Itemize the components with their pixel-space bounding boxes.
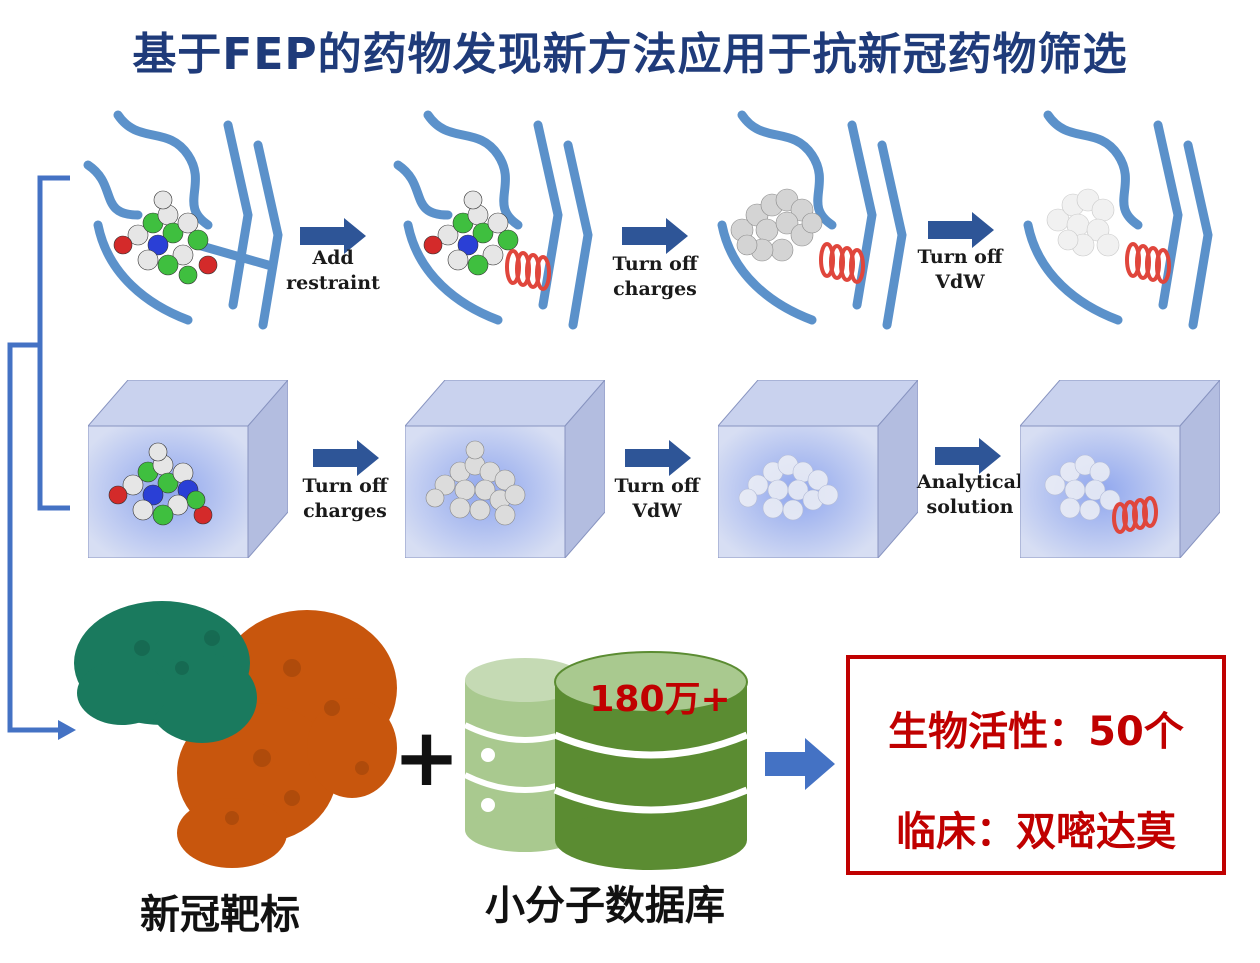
clinical-result: 临床：双嘧达莫 [896, 809, 1176, 855]
step-arrow-2 [622, 218, 688, 254]
solvent-box-panel-1 [88, 380, 288, 558]
plus-sign: + [393, 711, 461, 804]
result-box: 生物活性：50个 临床：双嘧达莫 [846, 655, 1226, 875]
restraint-spring [505, 249, 551, 291]
step-arrow-1 [300, 218, 366, 254]
protein-target-illustration [74, 601, 397, 868]
protein-complex-panel-4 [1008, 105, 1218, 340]
solvent-box-panel-4 [1020, 380, 1220, 558]
step-arrow-5 [625, 440, 691, 476]
database-count: 180万+ [589, 679, 731, 720]
database-icon [463, 651, 749, 870]
target-caption: 新冠靶标 [140, 892, 300, 938]
bioactivity-result: 生物活性：50个 [888, 709, 1184, 755]
result-arrow [765, 738, 835, 790]
database-caption: 小分子数据库 [485, 883, 725, 929]
step-arrow-6 [935, 438, 1001, 474]
solvent-box-panel-3 [718, 380, 918, 558]
protein-complex-panel-1 [78, 105, 288, 340]
solvent-box-panel-2 [405, 380, 605, 558]
protein-complex-panel-3 [702, 105, 912, 340]
ligand-molecule [113, 190, 218, 285]
protein-complex-panel-2 [388, 105, 598, 340]
bracket-connector [7, 175, 76, 740]
step-arrow-4 [313, 440, 379, 476]
step-arrow-3 [928, 212, 994, 248]
page-title: 基于FEP的药物发现新方法应用于抗新冠药物筛选 [132, 29, 1128, 80]
